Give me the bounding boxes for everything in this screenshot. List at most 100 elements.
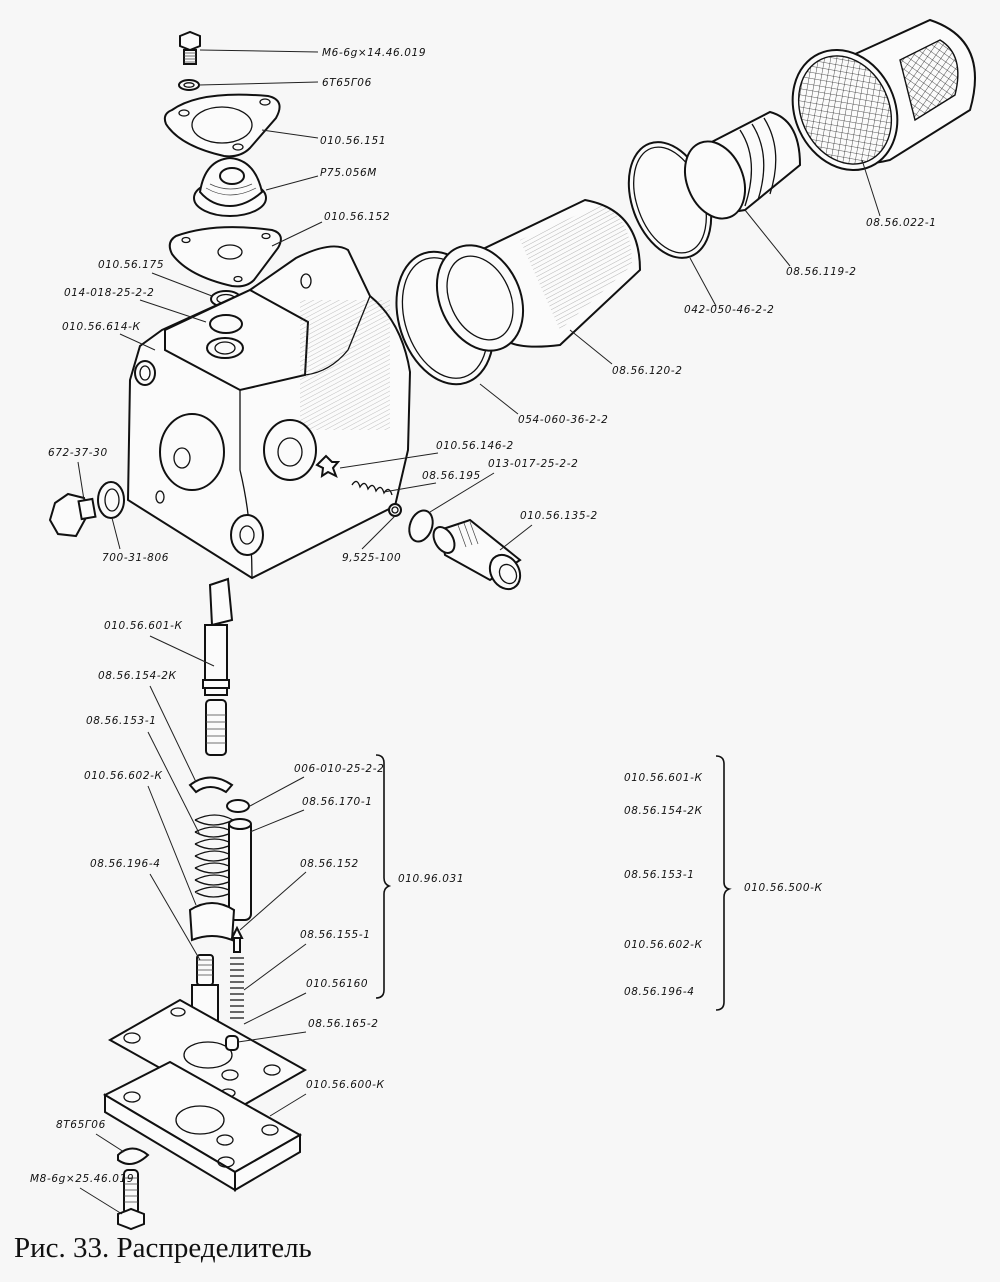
plug-672-part [48,492,97,538]
leader-line-washer-bottom [95,1133,125,1153]
base-600-part [102,1060,303,1192]
leader-line-pin-165 [237,1031,307,1043]
leader-line-plate-160 [243,992,307,1025]
leader-line-spring-195 [383,482,437,493]
brace-asm-500 [715,755,732,1011]
leader-line-oring-042 [689,257,717,307]
part-label-sleeve-120: 08.56.120-2 [612,365,683,377]
leader-line-ball [361,515,396,550]
washer-700-part [97,481,125,519]
washer-top-part [178,79,200,91]
part-label-washer-bottom: 8Т65Г06 [56,1119,106,1131]
part-label-washer-top: 6Т65Г06 [322,77,372,89]
oring-013-part [408,509,434,543]
part-label-washer-700: 700-31-806 [102,552,169,564]
part-label-flange: 010.56.151 [320,135,386,147]
leader-line-filter [861,159,881,217]
part-labels: М6-6g×14.46.019 6Т65Г06 010.56.151Р75.056М… [30,47,937,1185]
figure-caption: Рис. 33. Распределитель [14,1232,312,1264]
leader-lines [77,49,881,1215]
part-label-filter: 08.56.022-1 [866,217,937,229]
assembly-member-label: 08.56.153-1 [624,869,695,881]
assembly-member-label: 08.56.154-2К [624,805,703,817]
part-label-pin-165: 08.56.165-2 [308,1018,379,1030]
part-label-needle-152: 08.56.152 [300,858,359,870]
assembly-member-label: 010.56.602-К [624,939,703,951]
leader-line-plug-672 [77,461,85,501]
bolt-top-part [179,30,201,65]
oring-006-part [226,799,250,813]
plug-119-part [684,110,802,220]
part-label-bolt-top: М6-6g×14.46.019 [322,47,426,59]
part-label-cap: Р75.056М [320,167,377,179]
part-label-spring-153: 08.56.153-1 [86,715,157,727]
part-label-rod-601: 010.56.601-К [104,620,183,632]
washer-bottom-part [117,1147,150,1165]
leader-line-stem-196 [149,873,201,961]
leader-line-bolt-bottom [79,1187,123,1215]
bolt-bottom-part [117,1169,145,1231]
filter-part [791,18,976,172]
leader-line-needle-152 [239,871,307,931]
leader-line-washer-top [198,81,319,86]
body-part [126,245,412,580]
part-label-ring-175: 010.56.175 [98,259,164,271]
leader-line-gasket-top [271,221,323,247]
pin-165-part [225,1035,239,1051]
part-label-oring-006: 006-010-25-2-2 [294,763,384,775]
part-label-base-600: 010.56.600-К [306,1079,385,1091]
part-label-ring-154: 08.56.154-2К [98,670,177,682]
leader-line-cap [265,175,319,191]
fitting-135-part [432,518,522,591]
part-label-plate-160: 010.56160 [306,978,368,990]
leader-line-spring-153 [147,731,201,836]
needle-152-part [230,925,244,953]
leader-line-bolt-top [199,49,319,53]
assembly-member-label: 010.56.601-К [624,772,703,784]
leader-line-ring-175 [151,272,213,297]
part-label-oring-013: 013-017-25-2-2 [488,458,578,470]
spring-155-part [230,957,244,1019]
sleeve-120-part [435,198,642,352]
sleeve-170-part [228,818,252,921]
part-label-oring-054: 054-060-36-2-2 [518,414,608,426]
part-label-oring-014: 014-018-25-2-2 [64,287,154,299]
part-label-fitting-135: 010.56.135-2 [520,510,598,522]
leader-line-rod-601 [149,635,215,667]
leader-line-flange [261,129,319,139]
part-label-spring-155: 08.56.155-1 [300,929,371,941]
part-label-pin-146: 010.56.146-2 [436,440,514,452]
leader-line-sleeve-170 [249,809,305,833]
leader-line-oring-014 [139,299,207,323]
part-label-body: 010.56.614-К [62,321,141,333]
part-label-plug-119: 08.56.119-2 [786,266,857,278]
cup-602-part [188,902,236,942]
part-label-bolt-bottom: М8-6g×25.46.019 [30,1173,134,1185]
part-label-cup-602: 010.56.602-К [84,770,163,782]
leader-line-washer-700 [111,517,121,550]
assembly-member-label: 08.56.196-4 [624,986,695,998]
part-label-ball: 9,525-100 [342,552,401,564]
part-label-stem-196: 08.56.196-4 [90,858,161,870]
ball-part [388,503,402,517]
part-label-sleeve-170: 08.56.170-1 [302,796,373,808]
leader-line-body [119,333,156,351]
part-label-oring-042: 042-050-46-2-2 [684,304,774,316]
leader-line-pin-146 [339,452,439,469]
part-label-spring-195: 08.56.195 [422,470,481,482]
leader-line-fitting-135 [499,524,533,551]
leader-line-oring-054 [479,383,519,415]
leader-line-oring-006 [249,776,305,807]
gasket-top-part [168,226,282,288]
assembly-label-asm-500: 010.56.500-К [744,882,823,894]
leader-line-oring-013 [429,472,495,513]
ring-154-part [188,776,234,794]
part-label-plug-672: 672-37-30 [48,447,108,459]
assembly-label-asm-031: 010.96.031 [398,873,464,885]
leader-line-spring-155 [243,943,307,991]
rod-601-part [202,577,234,756]
leader-line-sleeve-120 [569,329,613,365]
brace-asm-031 [375,754,392,999]
part-label-gasket-top: 010.56.152 [324,211,390,223]
